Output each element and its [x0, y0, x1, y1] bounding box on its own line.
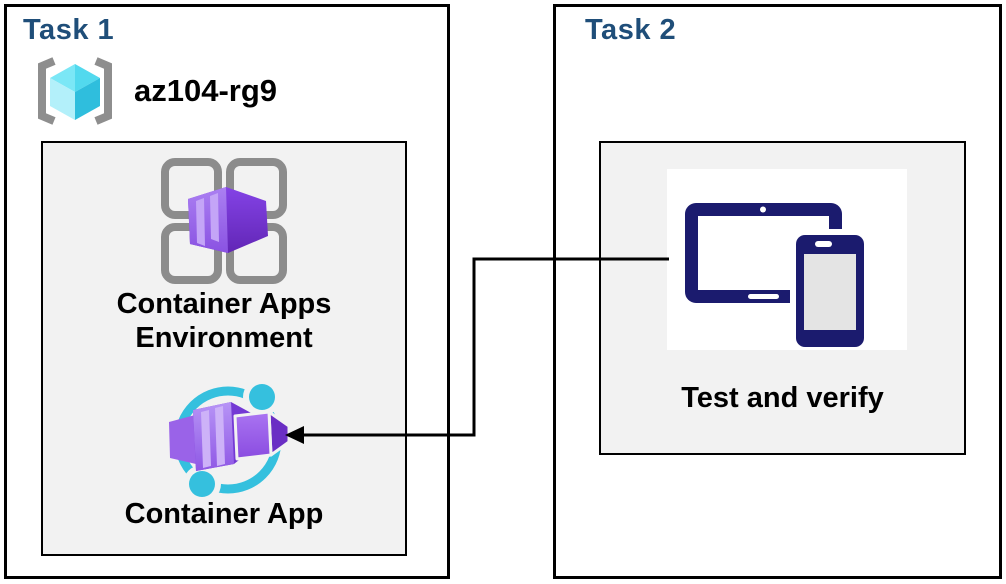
- container-app-label: Container App: [124, 498, 324, 530]
- resource-group-icon: [38, 57, 112, 125]
- test-and-verify-group: Test and verify: [599, 141, 966, 455]
- task2-box: Task 2 Test and verify: [553, 4, 1002, 579]
- task1-box: Task 1 az104-rg9: [4, 4, 450, 579]
- devices-icon: [685, 203, 870, 350]
- resource-group: az104-rg9: [28, 56, 277, 126]
- task1-title: Task 1: [23, 14, 115, 46]
- container-app-icon: [169, 378, 291, 503]
- devices-panel: [667, 169, 907, 350]
- resource-group-label: az104-rg9: [134, 73, 278, 108]
- container-apps-environment-label: Container Apps Environment: [116, 288, 332, 354]
- container-apps-environment-icon: [161, 158, 287, 284]
- task2-title: Task 2: [585, 14, 677, 46]
- test-and-verify-label: Test and verify: [681, 382, 884, 414]
- container-apps-environment-group: Container Apps Environment: [41, 141, 407, 556]
